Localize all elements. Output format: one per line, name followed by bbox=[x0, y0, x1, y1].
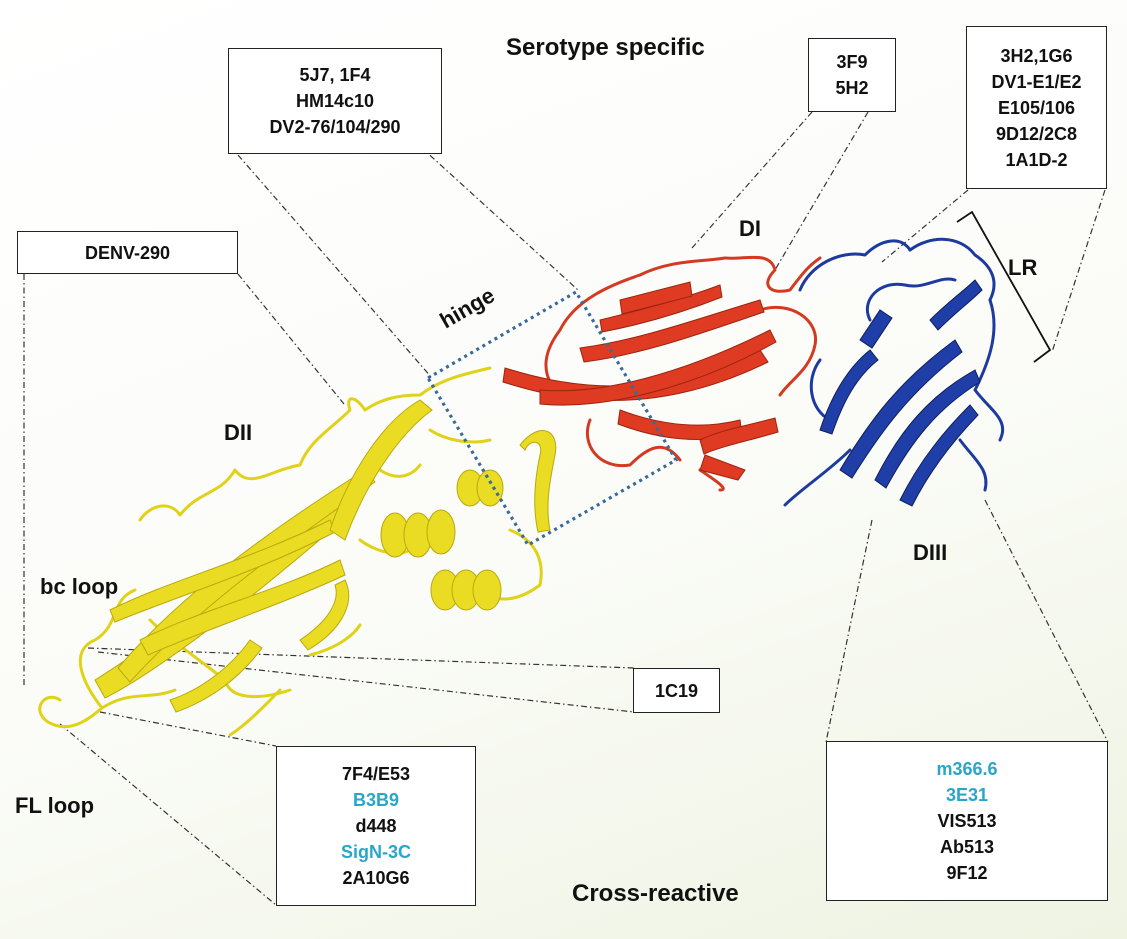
leader-di-right bbox=[771, 111, 869, 276]
domain-i-structure bbox=[502, 255, 822, 492]
lr-antibody-box: 3H2,1G6 DV1-E1/E2 E105/106 9D12/2C8 1A1D… bbox=[966, 26, 1107, 189]
antibody-2a10g6: 2A10G6 bbox=[342, 868, 410, 888]
cross-reactive-header: Cross-reactive bbox=[572, 880, 739, 907]
antibody-1a1d-2: 1A1D-2 bbox=[1005, 149, 1068, 170]
fl-loop-antibody-box: 7F4/E53 B3B9 d448 SigN-3C 2A10G6 bbox=[276, 746, 476, 906]
leader-hinge-left bbox=[237, 154, 433, 379]
diii-label: DIII bbox=[913, 540, 948, 565]
dii-label: DII bbox=[224, 420, 253, 445]
antibody-7f4-e53: 7F4/E53 bbox=[341, 764, 411, 784]
leader-lr-right bbox=[1051, 189, 1106, 353]
antibody-5h2: 5H2 bbox=[835, 78, 869, 98]
antibody-b3b9: B3B9 bbox=[352, 790, 400, 810]
antibody-9d12-2c8: 9D12/2C8 bbox=[995, 123, 1078, 144]
fl-loop-label: FL loop bbox=[15, 793, 95, 818]
leader-diii-left bbox=[825, 519, 873, 743]
hinge-antibody-box: 5J7, 1F4 HM14c10 DV2-76/104/290 bbox=[228, 48, 442, 154]
antibody-ab513: Ab513 bbox=[939, 837, 995, 857]
bc-loop-label: bc loop bbox=[40, 574, 119, 599]
diii-antibody-box: m366.6 3E31 VIS513 Ab513 9F12 bbox=[826, 741, 1108, 901]
antibody-d448: d448 bbox=[355, 816, 397, 836]
domain-ii-structure bbox=[38, 366, 557, 737]
antibody-3e31: 3E31 bbox=[945, 785, 989, 805]
di-label: DI bbox=[739, 216, 761, 241]
antibody-9f12: 9F12 bbox=[946, 863, 988, 883]
antibody-3h2-1g6: 3H2,1G6 bbox=[1000, 45, 1073, 66]
domain-iii-structure bbox=[783, 237, 1005, 507]
leader-diii-right bbox=[984, 499, 1109, 743]
antibody-hm14c10: HM14c10 bbox=[295, 91, 375, 111]
antibody-1c19: 1C19 bbox=[654, 680, 699, 701]
leader-denv290-right bbox=[237, 273, 345, 405]
hinge-region-box bbox=[425, 289, 679, 548]
serotype-specific-header: Serotype specific bbox=[506, 34, 705, 61]
antibody-m366-6: m366.6 bbox=[936, 759, 998, 779]
antibody-dv2-76: DV2-76/104/290 bbox=[269, 117, 401, 137]
lr-label: LR bbox=[1008, 255, 1038, 280]
antibody-5j7-1f4: 5J7, 1F4 bbox=[299, 65, 371, 85]
antibody-dv1-e1-e2: DV1-E1/E2 bbox=[991, 71, 1082, 92]
leader-1c19-bottom bbox=[97, 651, 635, 713]
lr-bracket bbox=[956, 210, 1052, 363]
leader-fl-top bbox=[99, 711, 277, 747]
antibody-sign-3c: SigN-3C bbox=[340, 842, 411, 862]
di-antibody-box: 3F9 5H2 bbox=[808, 38, 896, 112]
antibody-e105-106: E105/106 bbox=[997, 97, 1076, 118]
antibody-vis513: VIS513 bbox=[937, 811, 997, 831]
bc-loop-antibody-box: 1C19 bbox=[633, 668, 720, 713]
antibody-denv-290: DENV-290 bbox=[84, 242, 171, 263]
leader-fl-bottom bbox=[59, 723, 277, 906]
leader-di-left bbox=[691, 111, 813, 249]
leader-lr-left bbox=[881, 189, 969, 263]
dii-antibody-box: DENV-290 bbox=[17, 231, 238, 274]
antibody-3f9: 3F9 bbox=[836, 52, 868, 72]
